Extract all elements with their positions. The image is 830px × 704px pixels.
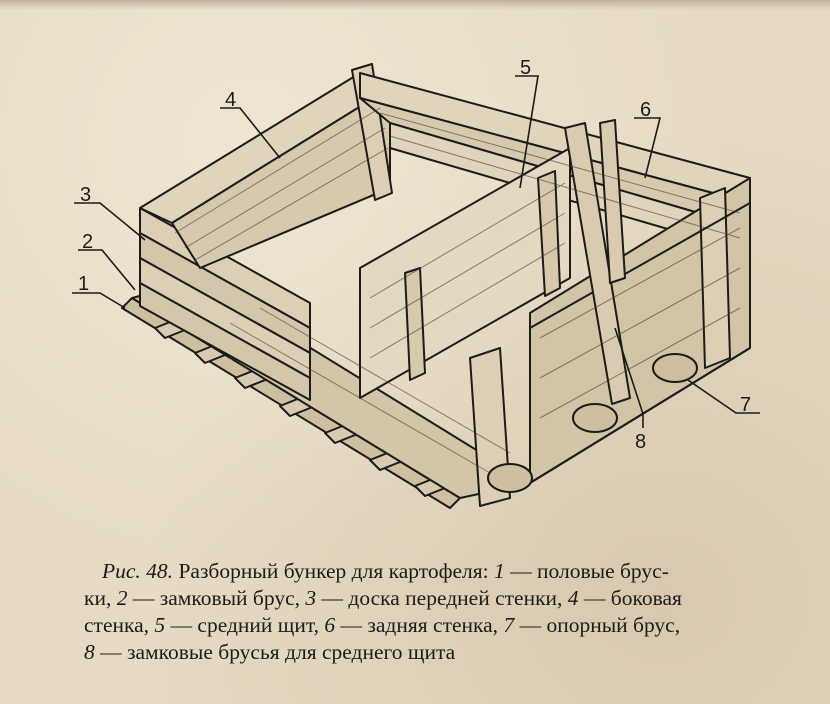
caption-item-text: стенка, [84, 613, 150, 637]
caption-item-text: половые брус- [537, 559, 669, 583]
caption-title: Разборный бункер для картофеля: [178, 559, 489, 583]
caption-item-text: средний щит, [197, 613, 320, 637]
callout-6: 6 [640, 99, 651, 121]
caption-dash: — [340, 613, 363, 637]
callout-5: 5 [520, 57, 531, 79]
leader-7 [687, 379, 760, 414]
caption-item-text: ки, [84, 586, 112, 610]
caption-item-text: замковый брус, [159, 586, 300, 610]
brace [529, 202, 751, 329]
caption-item-num: 4 [567, 586, 579, 610]
caption-item-text: боковая [610, 586, 682, 610]
caption-line-3: стенка, 5 — средний щит, 6 — задняя стен… [84, 612, 784, 639]
caption-item-num: 2 [116, 586, 128, 610]
callout-4: 4 [225, 89, 236, 111]
lock-bar [564, 122, 631, 405]
caption-fig-label: Рис. 48. [102, 559, 174, 583]
bunker-illustration: 1 2 3 4 5 6 7 8 [60, 28, 780, 538]
middle-shield-post [404, 267, 426, 381]
caption-dash: — [510, 559, 532, 583]
caption-dash: — [321, 586, 344, 610]
right-post [699, 187, 731, 369]
caption-item-num: 6 [324, 613, 336, 637]
caption-line-4: 8 — замковые брусья для среднего щита [84, 639, 784, 666]
callout-3: 3 [80, 184, 91, 206]
caption-item-text: замковые брусья для среднего щита [127, 640, 456, 664]
leader-5 [515, 75, 539, 189]
support-beam [652, 353, 698, 383]
leader-6 [634, 117, 662, 179]
caption-item-text: задняя стенка, [367, 613, 499, 637]
figure-caption: Рис. 48. Разборный бункер для картофеля:… [84, 558, 784, 666]
lock-bar [599, 119, 626, 284]
leader-3 [74, 202, 146, 241]
caption-dash: — [132, 586, 155, 610]
caption-item-text: опорный брус, [546, 613, 681, 637]
leader-4 [220, 107, 281, 159]
callout-7: 7 [740, 394, 751, 416]
brace [529, 347, 751, 484]
caption-item-num: 8 [84, 640, 95, 664]
caption-item-text: доска передней стенки, [348, 586, 563, 610]
callout-8: 8 [635, 431, 646, 453]
support-beam [572, 403, 618, 433]
callout-1: 1 [78, 273, 89, 295]
support-beam [487, 463, 533, 493]
caption-dash: — [170, 613, 193, 637]
bunker-drawing: 1 2 3 4 5 6 7 8 [72, 57, 760, 509]
caption-item-num: 5 [154, 613, 166, 637]
callout-2: 2 [82, 231, 93, 253]
caption-dash: — [100, 640, 122, 664]
caption-item-num: 3 [305, 586, 317, 610]
front-wall-board [139, 282, 311, 401]
caption-dash: — [583, 586, 606, 610]
caption-item-num: 7 [503, 613, 515, 637]
leader-8 [614, 327, 644, 428]
caption-line-1: Рис. 48. Разборный бункер для картофеля:… [84, 558, 784, 585]
caption-line-2: ки, 2 — замковый брус, 3 — доска передне… [84, 585, 784, 612]
caption-dash: — [519, 613, 542, 637]
caption-item-num: 1 [494, 559, 505, 583]
scan-edge [0, 0, 830, 10]
leader-2 [78, 249, 136, 291]
leader-1 [72, 292, 126, 309]
